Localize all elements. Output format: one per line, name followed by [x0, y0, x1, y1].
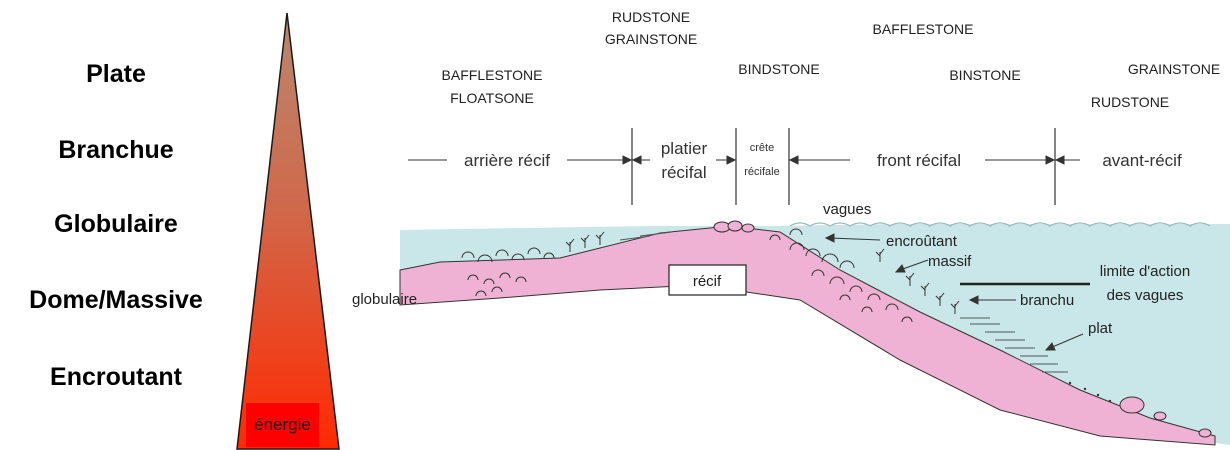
facies-bafflestone-1: BAFFLESTONE: [442, 67, 543, 83]
facies-grainstone-2: GRAINSTONE: [1128, 61, 1220, 77]
energy-label: énergie: [246, 403, 319, 447]
facies-bafflestone-2: BAFFLESTONE: [873, 21, 974, 37]
label-encroutant: encroûtant: [886, 233, 958, 250]
label-vagues: vagues: [823, 201, 871, 218]
zone-platier-line2: récifal: [661, 163, 706, 182]
facies-rudstone-2: RUDSTONE: [1091, 94, 1169, 110]
facies-grainstone-1: GRAINSTONE: [605, 31, 697, 47]
label-massif: massif: [928, 253, 972, 270]
energy-triangle: [237, 13, 339, 449]
facies-bindstone: BINDSTONE: [738, 61, 819, 77]
label-limite-line1: limite d'action: [1100, 263, 1190, 280]
zone-platier-line1: platier: [661, 139, 708, 158]
label-globulaire: globulaire: [352, 291, 417, 308]
facies-binstone: BINSTONE: [949, 67, 1020, 83]
label-plat: plat: [1088, 320, 1113, 337]
crest-rocks: [714, 221, 754, 232]
zone-avant-recif: avant-récif: [1102, 151, 1182, 170]
zone-crete-line2: récifale: [744, 166, 779, 178]
zone-front-recifal: front récifal: [877, 151, 961, 170]
label-recif: récif: [693, 273, 722, 290]
zone-crete-line1: crête: [750, 142, 774, 154]
facies-floatsone: FLOATSONE: [450, 90, 534, 106]
label-limite-line2: des vagues: [1107, 287, 1184, 304]
label-branchu: branchu: [1020, 292, 1074, 309]
facies-rudstone-1: RUDSTONE: [612, 9, 690, 25]
zone-arriere-recif: arrière récif: [464, 151, 550, 170]
